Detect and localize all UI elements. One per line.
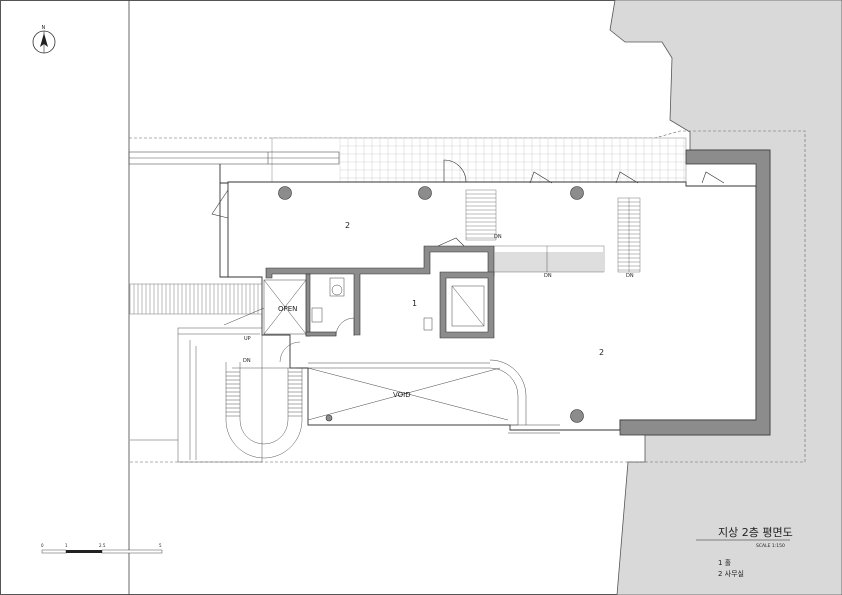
void-area — [307, 359, 560, 434]
drawing-title: 지상 2층 평면도 — [718, 526, 793, 539]
room-label-office-top: 2 — [345, 221, 350, 230]
core-walls — [265, 245, 495, 339]
scale-tick-3: 5 — [159, 543, 162, 548]
room-label-hall: 1 — [412, 299, 417, 308]
room-label-office-main: 2 — [599, 348, 604, 357]
dn-label-center: DN — [494, 234, 502, 240]
stair-west — [129, 283, 263, 315]
title-block: 지상 2층 평면도 SCALE 1:150 1 홀 2 사무실 — [696, 526, 793, 578]
drawing-scale: SCALE 1:150 — [756, 543, 785, 549]
restroom — [311, 277, 355, 337]
open-shaft — [223, 279, 307, 335]
upper-bands — [128, 151, 340, 165]
north-label: N — [42, 25, 46, 31]
dn-label-east: DN — [626, 273, 634, 279]
legend-item-hall: 1 홀 — [718, 558, 732, 567]
void-label: VOID — [393, 391, 411, 399]
right-wall — [619, 149, 771, 436]
room-labels: 2 1 2 OPEN VOID DN DN DN DN UP — [243, 221, 634, 399]
scale-tick-2: 2.5 — [99, 543, 106, 548]
stair-center — [465, 189, 605, 273]
dn-label-spiral: DN — [243, 358, 251, 364]
scale-tick-1: 1 — [65, 543, 68, 548]
spiral-stair — [177, 327, 303, 463]
terrace-grid — [271, 137, 687, 183]
columns — [278, 186, 584, 423]
stair-east — [617, 197, 641, 273]
scale-tick-0: 0 — [41, 543, 44, 548]
open-label: OPEN — [278, 305, 297, 313]
up-label: UP — [244, 336, 251, 342]
dn-label-stair: DN — [544, 273, 552, 279]
elevator — [423, 285, 485, 331]
windows — [211, 159, 725, 247]
legend-item-office: 2 사무실 — [718, 569, 744, 578]
scale-bar: 0 1 2.5 5 — [41, 543, 163, 554]
north-arrow: N — [32, 25, 56, 54]
